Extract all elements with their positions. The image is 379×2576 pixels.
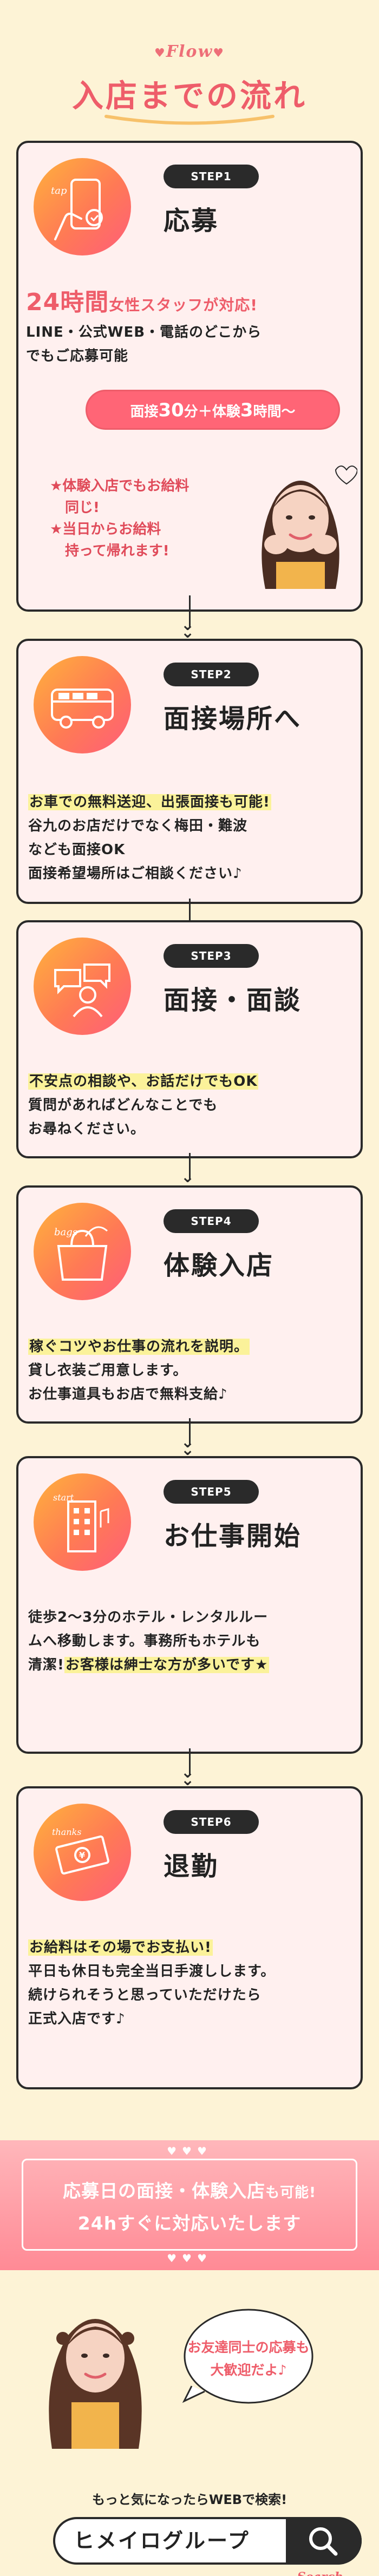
step-label: STEP2 bbox=[164, 663, 259, 686]
step-desc: 稼ぐコツやお仕事の流れを説明。 貸し衣装ご用意します。 お仕事道具もお店で無料支… bbox=[28, 1339, 250, 1402]
bus-icon bbox=[34, 656, 131, 753]
smartphone-tap-icon: tap bbox=[34, 158, 131, 255]
search-hint: もっと気になったらWEBで検索! bbox=[92, 2492, 287, 2507]
flow-label: ♥Flow♥ bbox=[154, 42, 225, 61]
svg-text:thanks: thanks bbox=[52, 1827, 81, 1837]
money-icon: ¥ thanks bbox=[34, 1804, 131, 1901]
step-card-6: ¥ thanks STEP6 退勤 お給料はその場でお支払い! 平日も休日も完全… bbox=[16, 1786, 363, 2089]
flow-arrow: ⌄ ⌄ bbox=[181, 595, 195, 641]
hotel-building-icon: start bbox=[34, 1473, 131, 1571]
bottom-section: お友達同士の応募も 大歓迎だよ♪ もっと気になったらWEBで検索! ヒメイログル… bbox=[0, 2270, 379, 2576]
svg-text:start: start bbox=[53, 1492, 74, 1503]
same-day-banner: ♥♥♥ 応募日の面接・体験入店も可能! 24hすぐに対応いたします ♥♥♥ bbox=[0, 2140, 379, 2270]
step-desc: 不安点の相談や、お話だけでもOK 質問があればどんなことでも お尋ねください。 bbox=[28, 1073, 259, 1137]
flow-arrow: ⌄ ⌄ bbox=[181, 1748, 195, 1792]
search-label: Search bbox=[297, 2570, 343, 2576]
dots-deco: ♥♥♥ bbox=[167, 2252, 212, 2265]
step-label: STEP1 bbox=[164, 165, 259, 188]
banner-frame: 応募日の面接・体験入店も可能! 24hすぐに対応いたします bbox=[22, 2159, 357, 2251]
hours-banner: 24時間女性スタッフが対応! bbox=[26, 289, 258, 316]
page-title: 入店までの流れ bbox=[71, 77, 307, 114]
dots-deco: ♥♥♥ bbox=[167, 2145, 212, 2158]
step-card-4: bags STEP4 体験入店 稼ぐコツやお仕事の流れを説明。 貸し衣装ご用意し… bbox=[16, 1185, 363, 1424]
step-card-2: STEP2 面接場所へ お車での無料送迎、出張面接も可能! 谷九のお店だけでなく… bbox=[16, 639, 363, 904]
step-label: STEP5 bbox=[164, 1480, 259, 1504]
step-title: 退勤 bbox=[164, 1851, 219, 1882]
svg-text:bags: bags bbox=[54, 1227, 77, 1238]
bubble-text: お友達同士の応募も 大歓迎だよ♪ bbox=[187, 2339, 310, 2378]
step1-notes: ★体験入店でもお給料 同じ! ★当日からお給料 持って帰れます! bbox=[50, 478, 190, 559]
step-title: 応募 bbox=[164, 206, 219, 236]
search-query[interactable]: ヒメイログループ bbox=[74, 2529, 250, 2553]
bag-icon: bags bbox=[34, 1203, 131, 1300]
step-title: 面接場所へ bbox=[164, 704, 302, 734]
step-desc: お車での無料送迎、出張面接も可能! 谷九のお店だけでなく梅田・難波 なども面接O… bbox=[28, 794, 271, 882]
heart-icon: ♥ bbox=[154, 46, 166, 60]
speech-bubble bbox=[182, 2309, 313, 2404]
bubble-text-wrap: お友達同士の応募も 大歓迎だよ♪ bbox=[181, 2305, 316, 2408]
step-label: STEP3 bbox=[164, 944, 259, 968]
step-desc: お給料はその場でお支払い! 平日も休日も完全当日手渡しします。 続けられそうと思… bbox=[28, 1939, 276, 2027]
step-desc: 徒歩2〜3分のホテル・レンタルルー ムへ移動します。事務所もホテルも 清潔!お客… bbox=[28, 1609, 270, 1673]
step-label: STEP4 bbox=[164, 1209, 259, 1233]
model-photo bbox=[262, 466, 357, 589]
flow-arrow: ⌄ ⌄ bbox=[181, 1418, 195, 1461]
chat-person-icon bbox=[34, 938, 131, 1035]
svg-text:¥: ¥ bbox=[79, 1850, 85, 1860]
banner-line-1: 応募日の面接・体験入店も可能! bbox=[63, 2180, 316, 2201]
step-title: 体験入店 bbox=[164, 1250, 275, 1281]
step-title: お仕事開始 bbox=[164, 1521, 302, 1551]
search-box[interactable]: ヒメイログループ Search bbox=[53, 2517, 362, 2576]
banner-line-2: 24hすぐに対応いたします bbox=[77, 2213, 302, 2234]
page-header: ♥Flow♥ 入店までの流れ bbox=[0, 0, 379, 130]
interview-time-pill: 面接30分＋体験3時間〜 bbox=[86, 390, 340, 430]
search-button[interactable] bbox=[286, 2517, 362, 2565]
step-label: STEP6 bbox=[164, 1810, 259, 1834]
model-photo bbox=[49, 2319, 142, 2449]
header-ribbon-deco bbox=[104, 115, 275, 125]
svg-text:tap: tap bbox=[51, 185, 67, 196]
step-card-5: start STEP5 お仕事開始 徒歩2〜3分のホテル・レンタルルー ムへ移動… bbox=[16, 1456, 363, 1754]
step-title: 面接・面談 bbox=[164, 985, 302, 1015]
step-desc: LINE・公式WEB・電話のどこから でもご応募可能 bbox=[26, 324, 262, 364]
step-card-3: STEP3 面接・面談 不安点の相談や、お話だけでもOK 質問があればどんなこと… bbox=[16, 920, 363, 1158]
heart-icon: ♥ bbox=[213, 46, 225, 60]
search-icon bbox=[309, 2527, 338, 2556]
